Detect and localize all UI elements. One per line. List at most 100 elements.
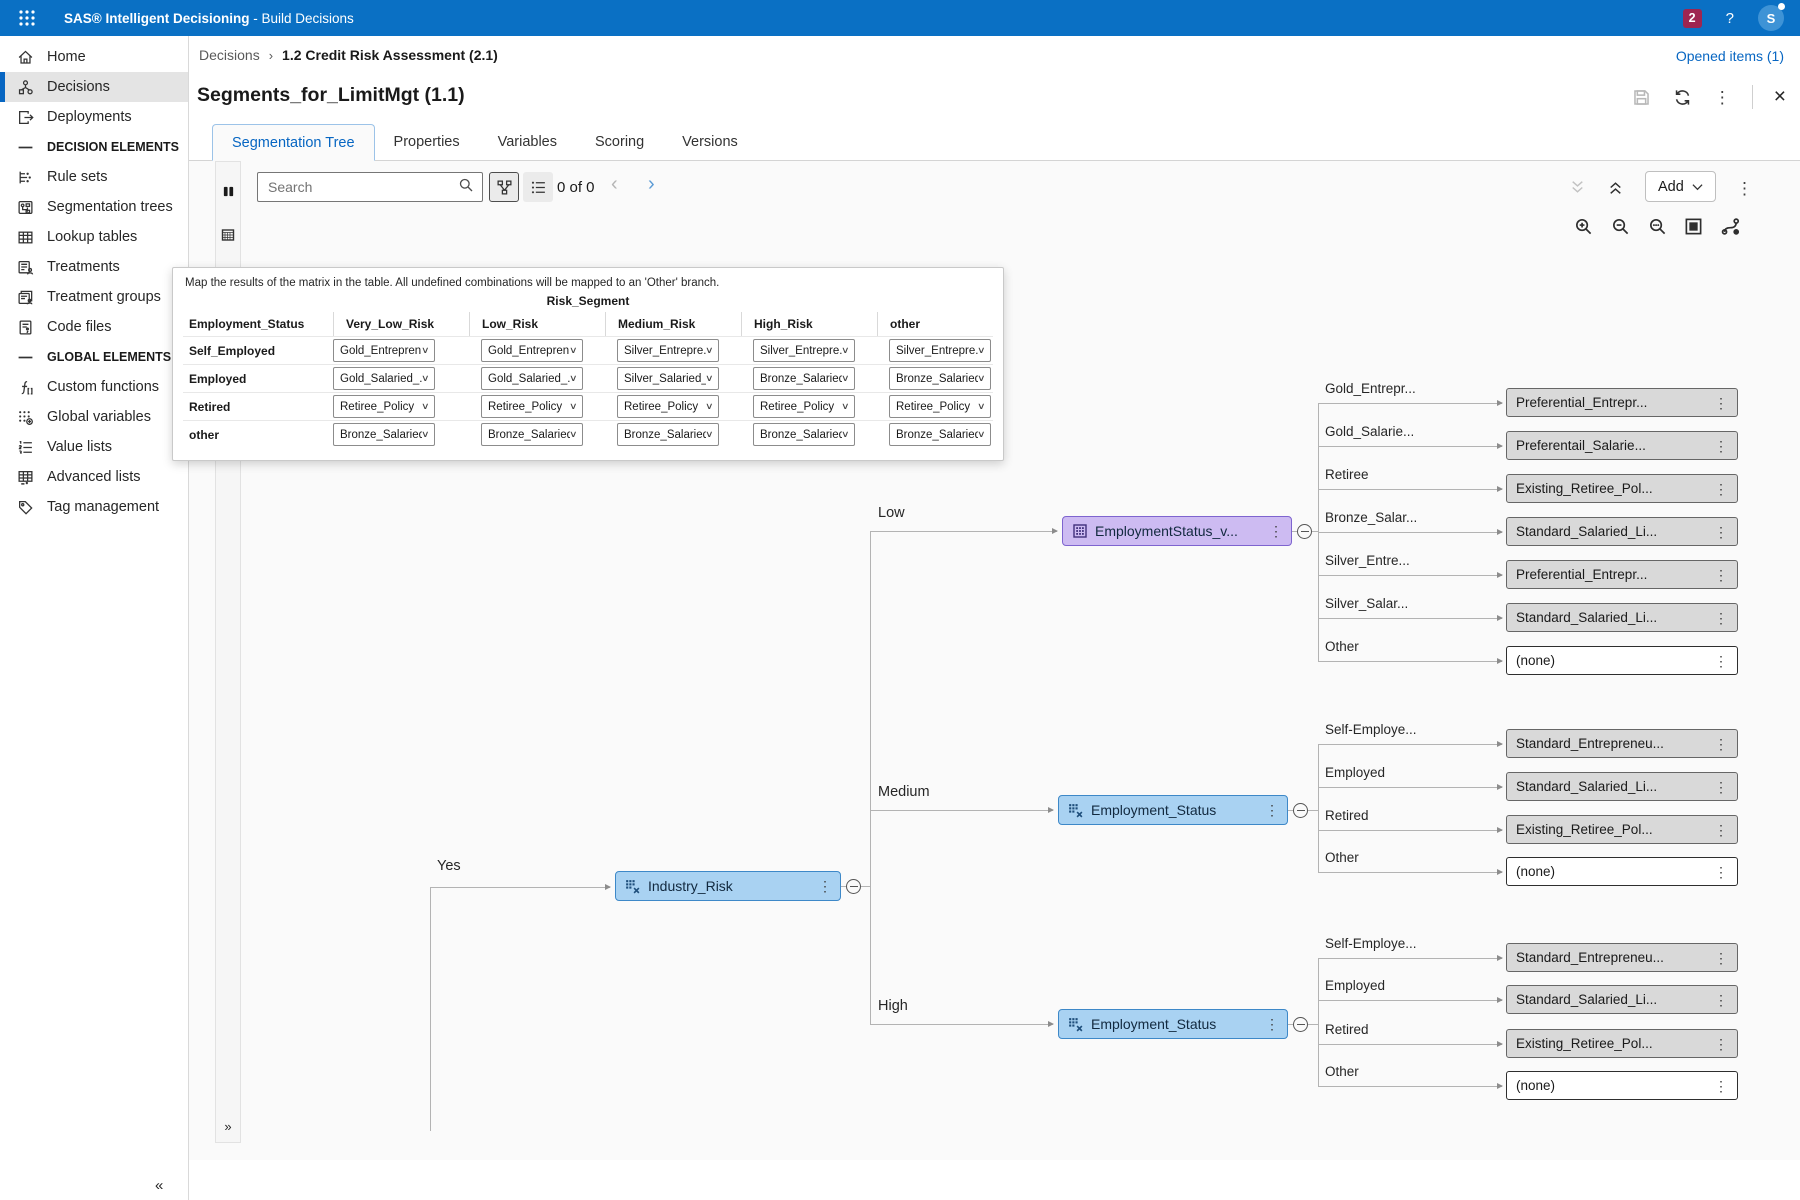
sidebar-item-treatment-groups[interactable]: Treatment groups (0, 282, 188, 312)
leaf-kebab-icon[interactable]: ⋮ (1714, 394, 1728, 411)
tree-node-employmentstatus-table[interactable]: EmploymentStatus_v... ⋮ (1062, 516, 1292, 546)
leaf-node[interactable]: Existing_Retiree_Pol...⋮ (1506, 474, 1738, 503)
sidebar-item-global-variables[interactable]: Global variables (0, 402, 188, 432)
matrix-select[interactable]: Bronze_Salaried...∨ (753, 367, 855, 390)
leaf-kebab-icon[interactable]: ⋮ (1714, 863, 1728, 880)
leaf-kebab-icon[interactable]: ⋮ (1714, 609, 1728, 626)
tab-scoring[interactable]: Scoring (595, 133, 645, 150)
tab-variables[interactable]: Variables (497, 133, 557, 150)
refresh-icon[interactable] (1673, 87, 1693, 107)
matrix-select[interactable]: Gold_Entrepren...∨ (333, 339, 435, 362)
list-view-toggle[interactable] (523, 172, 553, 202)
sidebar-item-advanced-lists[interactable]: Advanced lists (0, 462, 188, 492)
leaf-node[interactable]: Standard_Salaried_Li...⋮ (1506, 517, 1738, 546)
tab-properties[interactable]: Properties (393, 133, 460, 150)
tree-node-industry-risk[interactable]: Industry_Risk ⋮ (615, 871, 841, 901)
collapse-node-button[interactable] (1293, 1017, 1308, 1032)
leaf-kebab-icon[interactable]: ⋮ (1714, 480, 1728, 497)
matrix-select[interactable]: Bronze_Salaried...∨ (617, 423, 719, 446)
sidebar-item-code-files[interactable]: Code files (0, 312, 188, 342)
apps-grid-icon[interactable] (16, 7, 38, 29)
panel-grid-icon[interactable] (221, 227, 236, 242)
matrix-select[interactable]: Bronze_Salaried...∨ (889, 367, 991, 390)
opened-items-link[interactable]: Opened items (1) (1675, 48, 1784, 64)
matrix-select[interactable]: Silver_Salaried_...∨ (617, 367, 719, 390)
sidebar-item-value-lists[interactable]: Value lists (0, 432, 188, 462)
matrix-select[interactable]: Bronze_Salaried...∨ (333, 423, 435, 446)
matrix-select[interactable]: Retiree_Policy∨ (333, 395, 435, 418)
leaf-kebab-icon[interactable]: ⋮ (1714, 778, 1728, 795)
leaf-kebab-icon[interactable]: ⋮ (1714, 566, 1728, 583)
leaf-node[interactable]: Standard_Salaried_Li...⋮ (1506, 985, 1738, 1014)
node-kebab-icon[interactable]: ⋮ (1269, 523, 1283, 539)
leaf-kebab-icon[interactable]: ⋮ (1714, 523, 1728, 540)
leaf-node[interactable]: Standard_Entrepreneu...⋮ (1506, 729, 1738, 758)
matrix-select[interactable]: Gold_Entrepren...∨ (481, 339, 583, 362)
sidebar-item-home[interactable]: Home (0, 42, 188, 72)
leaf-node[interactable]: Preferential_Entrepr...⋮ (1506, 560, 1738, 589)
sidebar-item-rule-sets[interactable]: Rule sets (0, 162, 188, 192)
leaf-kebab-icon[interactable]: ⋮ (1714, 821, 1728, 838)
leaf-kebab-icon[interactable]: ⋮ (1714, 949, 1728, 966)
tab-versions[interactable]: Versions (682, 133, 738, 150)
tree-node-employment-status-medium[interactable]: Employment_Status ⋮ (1058, 795, 1288, 825)
matrix-select[interactable]: Silver_Entrepre...∨ (617, 339, 719, 362)
sidebar-item-custom-functions[interactable]: Custom functions (0, 372, 188, 402)
sidebar-item-tag-management[interactable]: Tag management (0, 492, 188, 522)
leaf-node[interactable]: Existing_Retiree_Pol...⋮ (1506, 815, 1738, 844)
expand-panel-button[interactable]: » (224, 1119, 232, 1134)
save-icon[interactable] (1632, 87, 1652, 107)
leaf-node[interactable]: Standard_Entrepreneu...⋮ (1506, 943, 1738, 972)
toolbar-kebab-icon[interactable]: ⋮ (1736, 179, 1753, 198)
node-kebab-icon[interactable]: ⋮ (1265, 1016, 1279, 1032)
matrix-select[interactable]: Retiree_Policy∨ (753, 395, 855, 418)
zoom-out-icon[interactable] (1609, 215, 1631, 237)
leaf-node-none[interactable]: (none)⋮ (1506, 1071, 1738, 1100)
matrix-select[interactable]: Retiree_Policy∨ (617, 395, 719, 418)
leaf-kebab-icon[interactable]: ⋮ (1714, 1077, 1728, 1094)
close-icon[interactable]: × (1773, 85, 1786, 108)
leaf-node[interactable]: Standard_Salaried_Li...⋮ (1506, 772, 1738, 801)
collapse-sidebar-button[interactable]: « (155, 1177, 164, 1194)
tree-node-employment-status-high[interactable]: Employment_Status ⋮ (1058, 1009, 1288, 1039)
leaf-kebab-icon[interactable]: ⋮ (1714, 437, 1728, 454)
search-icon[interactable] (458, 177, 474, 198)
leaf-kebab-icon[interactable]: ⋮ (1714, 991, 1728, 1008)
leaf-node[interactable]: Standard_Salaried_Li...⋮ (1506, 603, 1738, 632)
node-kebab-icon[interactable]: ⋮ (818, 878, 832, 894)
matrix-select[interactable]: Silver_Entrepre...∨ (889, 339, 991, 362)
collapse-node-button[interactable] (1297, 524, 1312, 539)
expand-all-icon[interactable] (1566, 176, 1588, 198)
collapse-all-icon[interactable] (1604, 176, 1626, 198)
leaf-kebab-icon[interactable]: ⋮ (1714, 1035, 1728, 1052)
breadcrumb-decisions-link[interactable]: Decisions (199, 47, 260, 63)
sidebar-item-treatments[interactable]: Treatments (0, 252, 188, 282)
search-input[interactable] (268, 179, 458, 195)
fit-to-screen-icon[interactable] (1682, 215, 1704, 237)
matrix-select[interactable]: Bronze_Salaried...∨ (481, 423, 583, 446)
next-match-icon[interactable]: › (648, 173, 655, 195)
header-kebab-icon[interactable]: ⋮ (1713, 87, 1731, 107)
collapse-node-button[interactable] (1293, 803, 1308, 818)
leaf-node[interactable]: Preferential_Entrepr...⋮ (1506, 388, 1738, 417)
help-icon[interactable]: ? (1725, 9, 1734, 27)
previous-match-icon[interactable]: ‹ (611, 173, 618, 195)
matrix-select[interactable]: Gold_Salaried_...∨ (333, 367, 435, 390)
leaf-node-none[interactable]: (none)⋮ (1506, 857, 1738, 886)
sidebar-item-segmentation-trees[interactable]: Segmentation trees (0, 192, 188, 222)
sidebar-item-lookup-tables[interactable]: Lookup tables (0, 222, 188, 252)
sidebar-item-decisions[interactable]: Decisions (0, 72, 188, 102)
matrix-select[interactable]: Retiree_Policy∨ (889, 395, 991, 418)
matrix-select[interactable]: Bronze_Salaried...∨ (889, 423, 991, 446)
leaf-kebab-icon[interactable]: ⋮ (1714, 735, 1728, 752)
matrix-select[interactable]: Silver_Entrepre...∨ (753, 339, 855, 362)
zoom-in-icon[interactable] (1572, 215, 1594, 237)
avatar[interactable]: S (1758, 3, 1785, 31)
matrix-select[interactable]: Gold_Salaried_...∨ (481, 367, 583, 390)
node-kebab-icon[interactable]: ⋮ (1265, 802, 1279, 818)
leaf-kebab-icon[interactable]: ⋮ (1714, 652, 1728, 669)
sidebar-item-deployments[interactable]: Deployments (0, 102, 188, 132)
matrix-select[interactable]: Retiree_Policy∨ (481, 395, 583, 418)
overview-map-icon[interactable] (1719, 215, 1741, 237)
leaf-node[interactable]: Preferentail_Salarie...⋮ (1506, 431, 1738, 460)
